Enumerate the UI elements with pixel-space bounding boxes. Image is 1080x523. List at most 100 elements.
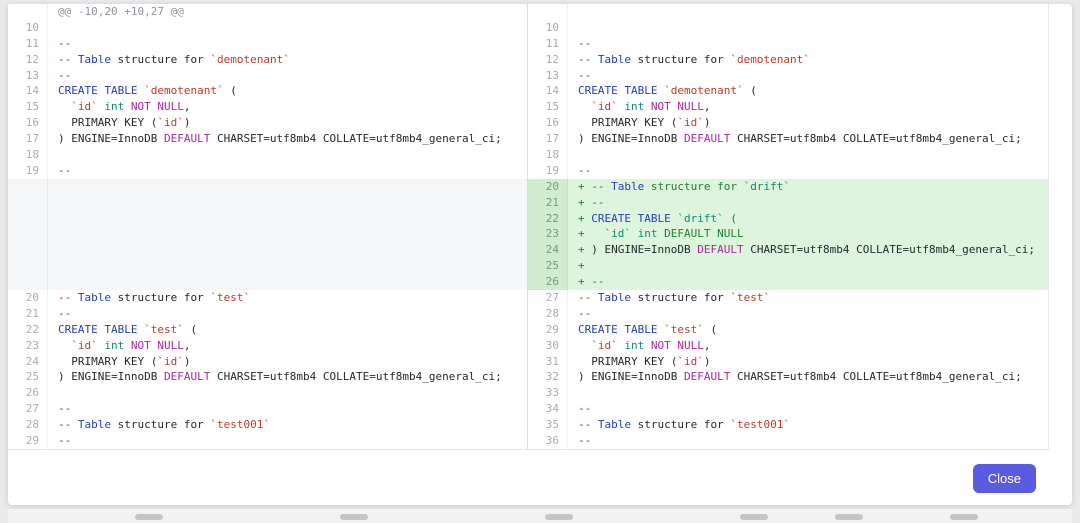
- line-number: 16: [8, 115, 48, 131]
- code-line: PRIMARY KEY (`id`): [568, 354, 1048, 370]
- code-line: PRIMARY KEY (`id`): [48, 354, 527, 370]
- code-line: + -- Table structure for `drift`: [568, 179, 1048, 195]
- code-line: + --: [568, 274, 1048, 290]
- new-diff-row: 35-- Table structure for `test001`: [528, 417, 1048, 433]
- old-diff-row-gap: [8, 274, 527, 290]
- code-line: `id` int NOT NULL,: [568, 99, 1048, 115]
- diff-view: @@ -10,20 +10,27 @@1011--12-- Table stru…: [8, 4, 1049, 450]
- code-line: + --: [568, 195, 1048, 211]
- line-number: 14: [8, 83, 48, 99]
- close-button[interactable]: Close: [973, 464, 1036, 493]
- code-line: --: [48, 68, 527, 84]
- old-diff-row: 23 `id` int NOT NULL,: [8, 338, 527, 354]
- code-line: -- Table structure for `test`: [568, 290, 1048, 306]
- code-line: [48, 385, 527, 401]
- line-number: 17: [8, 131, 48, 147]
- old-diff-row: 10: [8, 20, 527, 36]
- code-line: CREATE TABLE `demotenant` (: [568, 83, 1048, 99]
- line-number: 13: [8, 68, 48, 84]
- new-diff-row: 13--: [528, 68, 1048, 84]
- code-line: [48, 147, 527, 163]
- line-number: 19: [528, 163, 568, 179]
- line-number: [8, 4, 48, 20]
- old-diff-row-gap: [8, 179, 527, 195]
- code-line: --: [568, 68, 1048, 84]
- code-line: [48, 20, 527, 36]
- old-diff-row: 26: [8, 385, 527, 401]
- code-line: --: [48, 163, 527, 179]
- code-line: [48, 274, 527, 290]
- line-number: 19: [8, 163, 48, 179]
- background-table-column: [545, 514, 573, 520]
- new-diff-row: 11--: [528, 36, 1048, 52]
- old-diff-row-gap: [8, 226, 527, 242]
- code-line: + CREATE TABLE `drift` (: [568, 211, 1048, 227]
- new-diff-row: 17) ENGINE=InnoDB DEFAULT CHARSET=utf8mb…: [528, 131, 1048, 147]
- background-table-column: [835, 514, 863, 520]
- old-diff-row-gap: [8, 242, 527, 258]
- line-number: 11: [8, 36, 48, 52]
- line-number: 16: [528, 115, 568, 131]
- new-diff-row: 19--: [528, 163, 1048, 179]
- line-number: [528, 4, 568, 20]
- line-number: 21: [528, 195, 568, 211]
- line-number: [8, 211, 48, 227]
- code-line: ) ENGINE=InnoDB DEFAULT CHARSET=utf8mb4 …: [568, 131, 1048, 147]
- old-diff-row: 28-- Table structure for `test001`: [8, 417, 527, 433]
- new-diff-row: 15 `id` int NOT NULL,: [528, 99, 1048, 115]
- code-line: --: [48, 401, 527, 417]
- line-number: 35: [528, 417, 568, 433]
- code-line: CREATE TABLE `test` (: [568, 322, 1048, 338]
- old-diff-row: 29--: [8, 433, 527, 449]
- line-number: [8, 226, 48, 242]
- line-number: 33: [528, 385, 568, 401]
- code-line: ) ENGINE=InnoDB DEFAULT CHARSET=utf8mb4 …: [568, 369, 1048, 385]
- new-diff-row-added: 26+ --: [528, 274, 1048, 290]
- line-number: 12: [528, 52, 568, 68]
- line-number: 20: [528, 179, 568, 195]
- line-number: 28: [8, 417, 48, 433]
- diff-modal: @@ -10,20 +10,27 @@1011--12-- Table stru…: [8, 4, 1072, 505]
- code-line: [48, 242, 527, 258]
- line-number: [8, 242, 48, 258]
- old-diff-row-gap: [8, 195, 527, 211]
- diff-pane-new: 1011--12-- Table structure for `demotena…: [528, 4, 1048, 449]
- code-line: [568, 385, 1048, 401]
- new-diff-row: 16 PRIMARY KEY (`id`): [528, 115, 1048, 131]
- background-table-column: [740, 514, 768, 520]
- new-diff-row-added: 24+ ) ENGINE=InnoDB DEFAULT CHARSET=utf8…: [528, 242, 1048, 258]
- line-number: 30: [528, 338, 568, 354]
- code-line: CREATE TABLE `test` (: [48, 322, 527, 338]
- old-diff-row: 21--: [8, 306, 527, 322]
- line-number: 22: [528, 211, 568, 227]
- new-diff-row: 14CREATE TABLE `demotenant` (: [528, 83, 1048, 99]
- new-diff-row: 30 `id` int NOT NULL,: [528, 338, 1048, 354]
- code-line: [48, 258, 527, 274]
- old-diff-row-gap: [8, 211, 527, 227]
- diff-pane-old: @@ -10,20 +10,27 @@1011--12-- Table stru…: [8, 4, 528, 449]
- code-line: --: [568, 433, 1048, 449]
- old-diff-row: 16 PRIMARY KEY (`id`): [8, 115, 527, 131]
- line-number: 29: [8, 433, 48, 449]
- new-diff-row: 34--: [528, 401, 1048, 417]
- old-diff-row-gap: [8, 258, 527, 274]
- old-diff-row: 13--: [8, 68, 527, 84]
- line-number: 27: [8, 401, 48, 417]
- line-number: 10: [528, 20, 568, 36]
- hunk-header: @@ -10,20 +10,27 @@: [48, 4, 527, 20]
- new-diff-row-added: 25+: [528, 258, 1048, 274]
- line-number: 25: [8, 369, 48, 385]
- code-line: `id` int NOT NULL,: [568, 338, 1048, 354]
- code-line: PRIMARY KEY (`id`): [568, 115, 1048, 131]
- line-number: 21: [8, 306, 48, 322]
- code-line: --: [48, 306, 527, 322]
- new-diff-row: 31 PRIMARY KEY (`id`): [528, 354, 1048, 370]
- code-line: --: [568, 401, 1048, 417]
- new-diff-row-header: [528, 4, 1048, 20]
- code-line: --: [568, 306, 1048, 322]
- new-diff-row: 28--: [528, 306, 1048, 322]
- line-number: [8, 179, 48, 195]
- code-line: --: [48, 433, 527, 449]
- new-diff-row: 12-- Table structure for `demotenant`: [528, 52, 1048, 68]
